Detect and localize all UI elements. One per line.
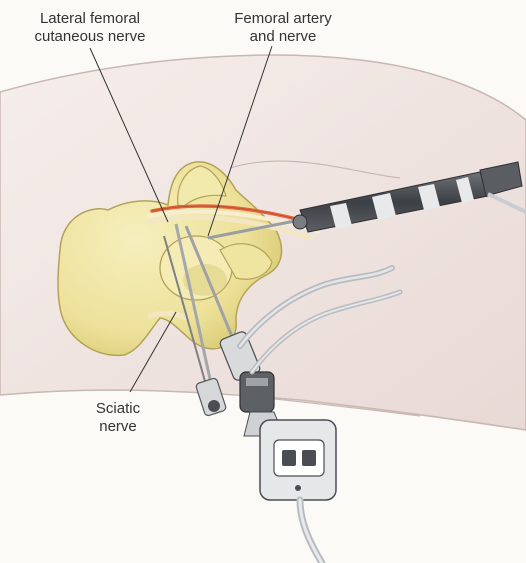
femoral-neck: [219, 243, 273, 280]
label-lateral-femoral-cutaneous-nerve: Lateral femoral cutaneous nerve: [20, 10, 160, 46]
arthroscope: [207, 161, 526, 240]
leader-lateral-femoral-cutaneous-nerve: [89, 47, 169, 223]
label-sciatic-nerve: Sciatic nerve: [80, 400, 156, 436]
leader-sciatic-nerve: [129, 311, 177, 393]
label-line-1: Femoral artery: [234, 10, 332, 27]
cables: [237, 265, 403, 563]
label-line-2: nerve: [99, 418, 137, 435]
cannulas: [163, 223, 238, 417]
leader-lines: [89, 45, 273, 393]
label-line-1: Sciatic: [95, 400, 141, 417]
label-femoral-artery-and-nerve: Femoral artery and nerve: [218, 10, 348, 46]
skin-fold: [229, 160, 401, 179]
sciatic-nerve-shape: [147, 310, 189, 321]
femoral-head-shadow: [183, 264, 227, 296]
iliac-spine: [177, 165, 227, 207]
lateral-femoral-cutaneous-nerve-shape: [145, 214, 313, 241]
leader-femoral-artery-and-nerve: [207, 45, 273, 237]
camera-assembly: [219, 331, 337, 501]
label-line-2: cutaneous nerve: [34, 28, 146, 45]
label-line-2: and nerve: [249, 28, 317, 45]
label-line-1: Lateral femoral: [39, 10, 141, 27]
